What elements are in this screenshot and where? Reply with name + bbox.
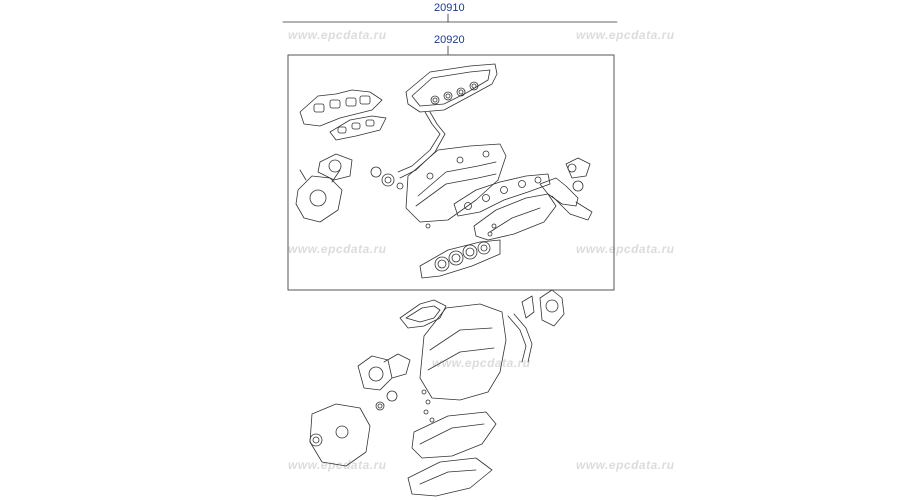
watermark-middle-left: www.epcdata.ru bbox=[288, 242, 387, 256]
callout-20920[interactable]: 20920 bbox=[434, 34, 465, 46]
intake-port-gasket bbox=[329, 115, 387, 141]
oil-pan-gasket bbox=[411, 411, 497, 459]
breather-tube bbox=[397, 111, 446, 179]
cylinder-head-gasket bbox=[419, 223, 501, 279]
valve-cover-gasket bbox=[405, 63, 498, 113]
watermark-bottom-left: www.epcdata.ru bbox=[288, 458, 387, 472]
callout-20910[interactable]: 20910 bbox=[434, 2, 465, 14]
cylinder-head bbox=[405, 143, 507, 223]
intake-manifold-gasket bbox=[299, 89, 383, 127]
exhaust-manifold-gasket bbox=[453, 173, 551, 217]
crankshaft-front-seal bbox=[309, 433, 323, 447]
upper-gasket-set-frame bbox=[287, 54, 615, 291]
exhaust-pipe-gasket bbox=[539, 157, 593, 221]
engine-block bbox=[419, 303, 507, 401]
small-gaskets bbox=[370, 166, 431, 229]
watermark-top-left: www.epcdata.ru bbox=[288, 28, 387, 42]
rocker-cover-gasket bbox=[399, 299, 447, 329]
water-pump-gasket bbox=[357, 353, 411, 391]
watermark-top-right: www.epcdata.ru bbox=[576, 28, 675, 42]
oil-seal-set bbox=[375, 389, 435, 423]
watermark-bottom-right: www.epcdata.ru bbox=[576, 458, 675, 472]
watermark-center: www.epcdata.ru bbox=[432, 356, 531, 370]
front-cover-gasket bbox=[309, 403, 371, 467]
timing-chain-guide bbox=[507, 313, 533, 363]
timing-cover-seal bbox=[521, 289, 565, 327]
exhaust-manifold bbox=[473, 193, 557, 241]
water-outlet-assembly bbox=[295, 169, 343, 223]
throttle-body-gasket bbox=[317, 153, 353, 181]
oil-pan bbox=[407, 457, 493, 497]
watermark-middle-right: www.epcdata.ru bbox=[576, 242, 675, 256]
callout-leaders bbox=[282, 13, 618, 56]
